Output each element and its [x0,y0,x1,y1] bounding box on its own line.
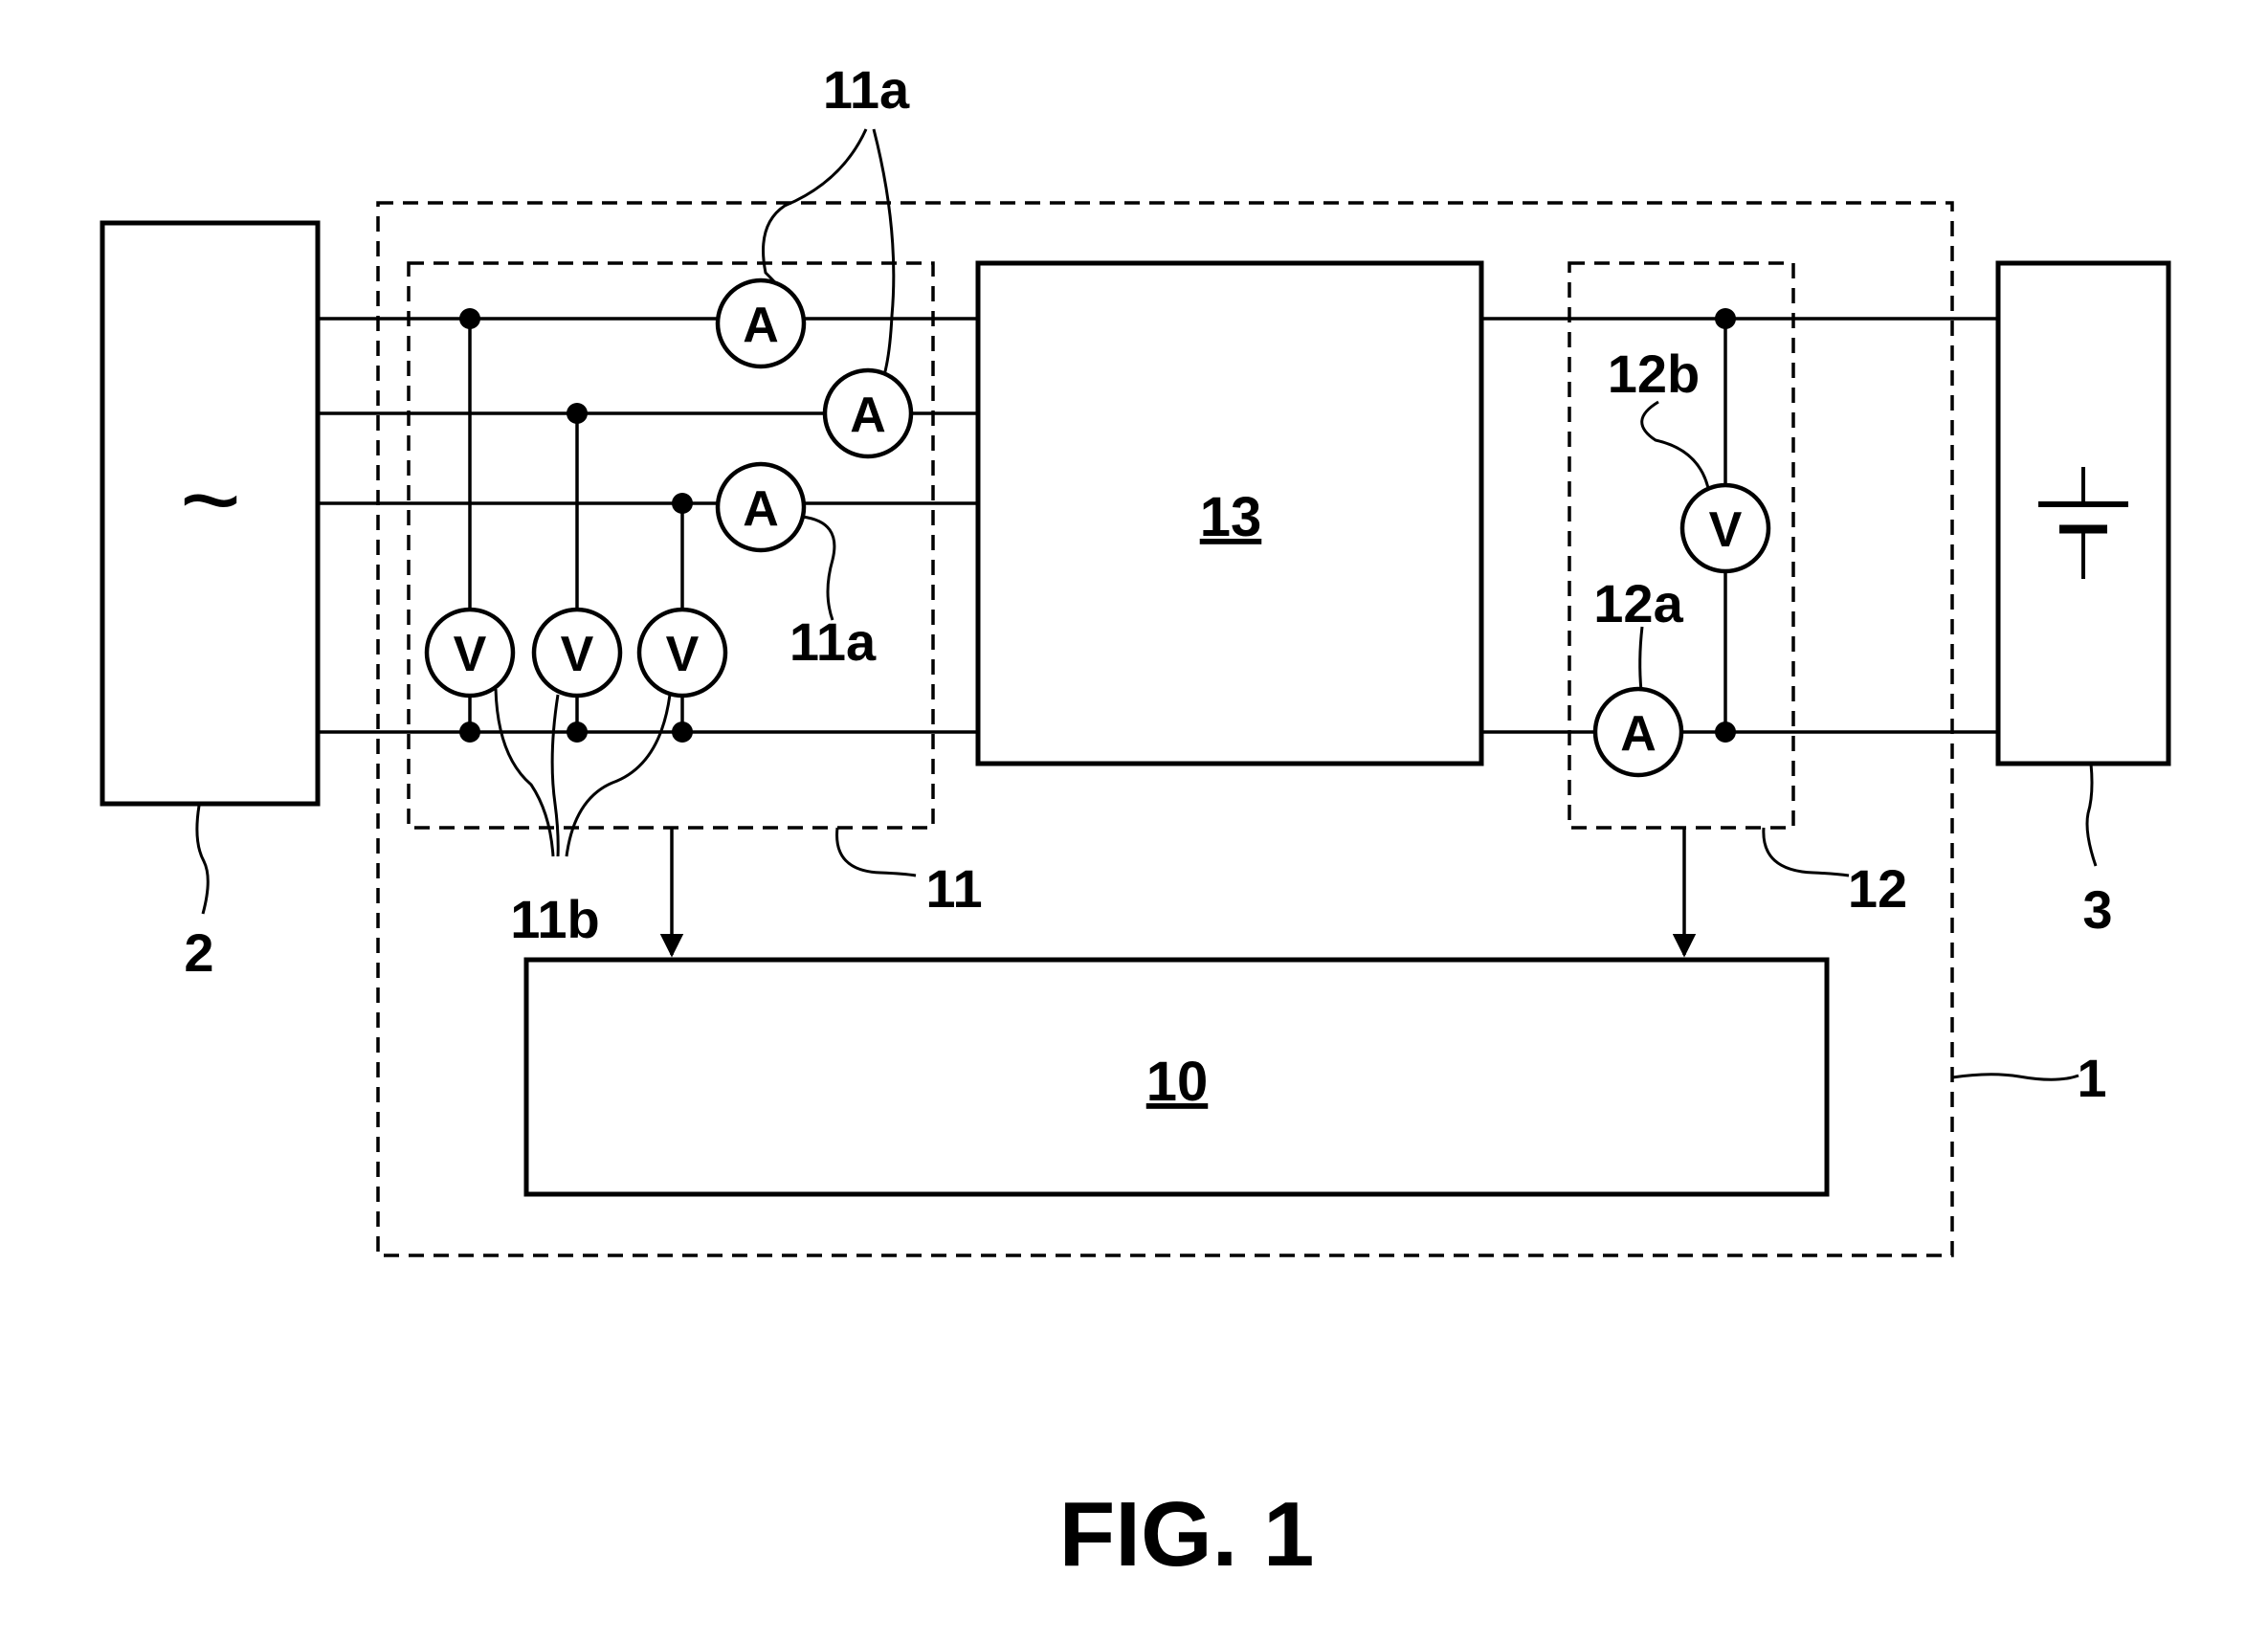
ammeter-dc: A [1592,686,1684,778]
converter-block [975,260,1484,766]
label-11: 11 [925,858,982,919]
svg-text:A: A [743,481,779,537]
label-2: 2 [184,922,213,983]
leader-lines [195,128,2098,1081]
output-sensor-unit-boundary [1568,261,1795,830]
svg-text:A: A [850,388,886,443]
ammeter-line-1: A [715,277,807,369]
figure-caption: FIG. 1 [1059,1483,1315,1586]
svg-text:A: A [743,298,779,353]
ac-source-block: ~ [100,220,321,807]
voltmeter-dc: V [1679,482,1771,574]
input-sensor-unit-boundary [407,261,935,830]
device-boundary [376,201,1954,1257]
voltmeter-3: V [636,607,728,699]
label-12a: 12a [1593,573,1683,633]
converter-label: 13 [1200,486,1262,548]
junction-dots [459,308,1736,743]
controller-label: 10 [1146,1051,1209,1113]
battery-icon [2038,467,2128,579]
svg-text:V: V [454,627,487,682]
label-3: 3 [2082,879,2112,940]
voltmeter-2: V [531,607,623,699]
voltmeter-1: V [424,607,516,699]
ammeter-line-2: A [822,367,914,459]
svg-text:V: V [1709,502,1743,558]
label-11a-top: 11a [823,59,910,120]
svg-text:V: V [666,627,700,682]
label-1: 1 [2077,1048,2106,1108]
label-11a-bottom: 11a [789,611,877,672]
label-12: 12 [1848,858,1907,919]
label-12b: 12b [1608,344,1701,404]
ammeter-line-3: A [715,461,807,553]
svg-text:A: A [1620,706,1657,762]
controller-block [523,957,1830,1197]
svg-text:V: V [561,627,594,682]
ac-source-symbol: ~ [180,441,241,559]
label-11b: 11b [510,889,599,949]
battery-block [1995,260,2171,766]
